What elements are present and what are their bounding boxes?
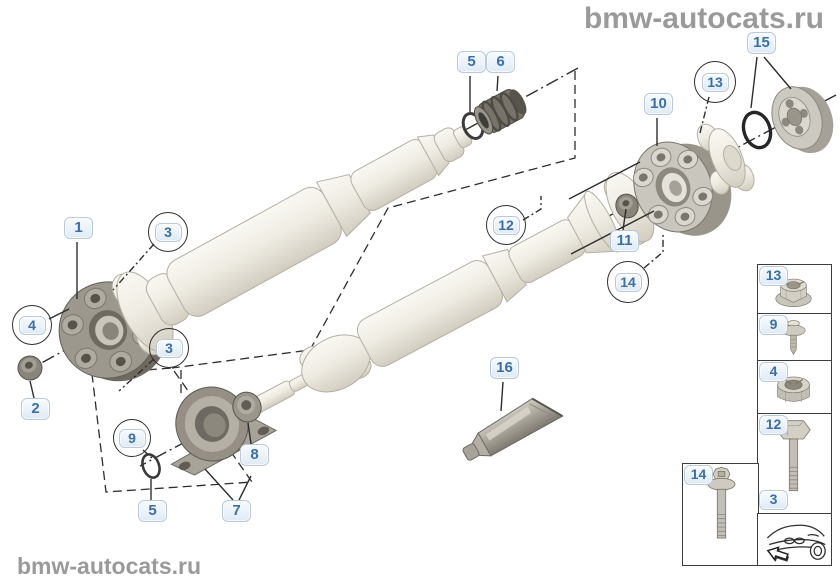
callout-label: 2 — [21, 398, 50, 420]
callout-label: 3 — [154, 222, 182, 242]
callout-label: 11 — [610, 230, 639, 252]
callout-5[interactable]: 5 — [138, 500, 167, 522]
thumb-car-front-direction[interactable] — [757, 513, 832, 566]
watermark-bottom-left: bmw-autocats.ru — [17, 553, 202, 579]
bushing-2 — [17, 355, 43, 381]
bushing-11 — [615, 193, 639, 219]
callout-13[interactable]: 13 — [694, 61, 736, 103]
callout-7[interactable]: 7 — [222, 500, 251, 522]
callout-label: 13 — [701, 72, 729, 92]
thumb-washer-screw[interactable]: 9 — [757, 313, 832, 362]
callout-label: 5 — [457, 51, 486, 73]
callout-label: 8 — [240, 444, 269, 466]
callout-6[interactable]: 6 — [486, 51, 515, 73]
damper-hub-15 — [771, 86, 834, 154]
thumb-flange-lock-nut[interactable]: 13 — [757, 264, 832, 315]
callout-3[interactable]: 3 — [148, 212, 188, 252]
callout-8[interactable]: 8 — [240, 444, 269, 466]
centering-flange — [696, 123, 755, 195]
callout-10[interactable]: 10 — [644, 93, 673, 115]
callout-label: 15 — [747, 32, 776, 54]
callout-label: 4 — [18, 315, 46, 335]
center-bearing-7 — [170, 386, 278, 476]
grease-tube-16 — [462, 397, 564, 461]
callout-label: 9 — [118, 428, 146, 448]
callout-label: 10 — [644, 93, 673, 115]
callout-label: 16 — [490, 357, 519, 379]
o-ring-15 — [741, 110, 773, 150]
watermark-top-right: bmw-autocats.ru — [583, 2, 824, 35]
thumb-label-14: 14 — [684, 465, 713, 485]
callout-3[interactable]: 3 — [149, 328, 189, 368]
callout-label: 14 — [614, 272, 642, 292]
callout-2[interactable]: 2 — [21, 398, 50, 420]
grouping-frames — [91, 71, 576, 493]
leader-lines-dashed — [112, 96, 710, 460]
thumb-torx-bolt[interactable]: 14 — [682, 463, 759, 566]
callout-4[interactable]: 4 — [12, 305, 52, 345]
callout-label: 1 — [64, 217, 93, 239]
callout-14[interactable]: 14 — [607, 261, 649, 303]
threaded-cap-6 — [473, 89, 527, 135]
callout-label: 5 — [138, 500, 167, 522]
thumb-lock-nut[interactable]: 4 — [757, 360, 832, 415]
thumb-label-12: 12 — [759, 415, 788, 435]
car-front-direction-icon — [764, 524, 826, 565]
callout-label: 3 — [155, 338, 183, 358]
callout-9[interactable]: 9 — [113, 419, 151, 457]
thumb-hex-bolt[interactable]: 12 3 — [757, 413, 832, 515]
callout-5[interactable]: 5 — [457, 51, 486, 73]
callout-1[interactable]: 1 — [64, 217, 93, 239]
callout-12[interactable]: 12 — [486, 205, 526, 245]
thumb-label-3: 3 — [759, 490, 788, 510]
snap-ring-5 — [141, 453, 161, 479]
callout-label: 12 — [492, 215, 520, 235]
thumb-label-13: 13 — [759, 266, 788, 286]
flex-disc-rear — [632, 141, 732, 236]
drive-shaft-front — [111, 126, 473, 356]
callout-11[interactable]: 11 — [610, 230, 639, 252]
callout-label: 7 — [222, 500, 251, 522]
axis-lines — [24, 67, 837, 467]
callout-16[interactable]: 16 — [490, 357, 519, 379]
callout-label: 6 — [486, 51, 515, 73]
callout-15[interactable]: 15 — [747, 32, 776, 54]
bearing-ring-8 — [232, 391, 262, 423]
thumb-label-4: 4 — [759, 362, 788, 382]
thumb-label-9: 9 — [759, 315, 788, 335]
